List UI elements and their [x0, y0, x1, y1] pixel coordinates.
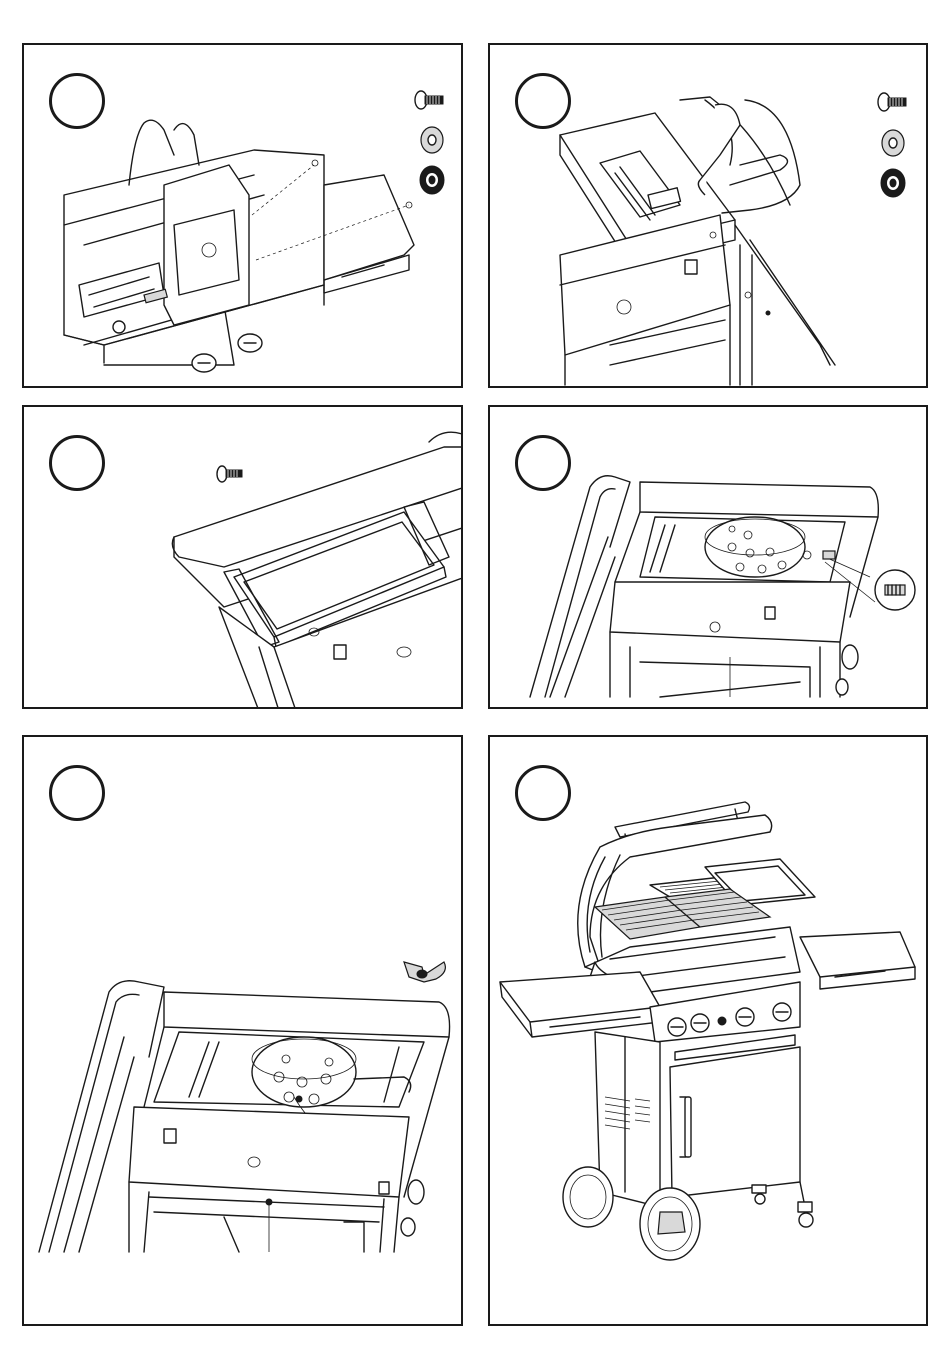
step-number-circle [49, 765, 105, 821]
step-panel-6 [488, 735, 928, 1326]
igniter-connector-icon [885, 585, 905, 595]
step-panel-3 [22, 405, 463, 709]
step-panel-2 [488, 43, 928, 388]
step-number-circle [515, 435, 571, 491]
step-panel-1 [22, 43, 463, 388]
burner-wing-nut-illustration [24, 737, 463, 1326]
step-number-circle [515, 765, 571, 821]
step-number-circle [49, 435, 105, 491]
step-number-circle [49, 73, 105, 129]
step-panel-5 [22, 735, 463, 1326]
washer-icon [882, 130, 904, 156]
bolt-icon [878, 93, 906, 111]
washer-icon [421, 127, 443, 153]
bolt-icon [415, 91, 443, 109]
step-panel-4 [488, 405, 928, 709]
step-number-circle [515, 73, 571, 129]
nut-icon [881, 169, 905, 197]
bolt-icon [217, 466, 242, 482]
assembled-grill-illustration [490, 737, 928, 1326]
wing-nut-icon [404, 962, 445, 982]
nut-icon [420, 166, 444, 194]
